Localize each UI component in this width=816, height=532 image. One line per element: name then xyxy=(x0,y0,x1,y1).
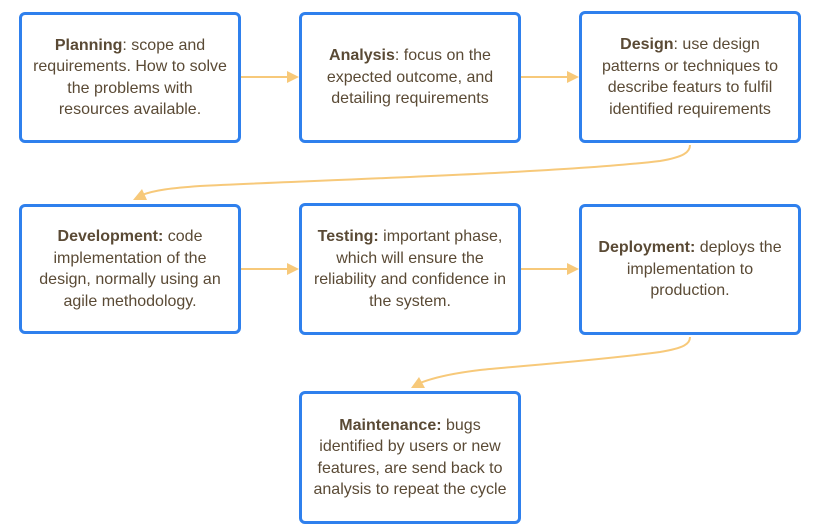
arrowhead-analysis xyxy=(287,71,299,83)
design-step-body: use design patterns or techniques to des… xyxy=(601,36,779,118)
maintenance-step-text: Maintenance: bugs identified by users or… xyxy=(312,415,508,501)
deployment-step-title: Deployment: xyxy=(598,239,696,257)
design-step-text: Design: use design patterns or technique… xyxy=(592,34,788,120)
arrowhead-design xyxy=(567,71,579,83)
deployment-step-text: Deployment: deploys the implementation t… xyxy=(592,237,788,302)
deployment-step-body: deploys the implementation to production… xyxy=(626,239,782,300)
maintenance-step-body: bugs identified by users or new features… xyxy=(313,416,507,499)
arrowhead-development xyxy=(133,189,147,200)
planning-step-title: Planning xyxy=(54,36,123,54)
planning-step-body: scope and requirements. How to solve the… xyxy=(33,36,227,119)
planning-step-text: Planning: scope and requirements. How to… xyxy=(32,35,228,121)
testing-step-box: Testing: important phase, which will ens… xyxy=(299,203,521,335)
design-step-box: Design: use design patterns or technique… xyxy=(579,11,801,143)
analysis-step-separator: : xyxy=(394,47,400,65)
analysis-step-text: Analysis: focus on the expected outcome,… xyxy=(312,45,508,110)
analysis-step-box: Analysis: focus on the expected outcome,… xyxy=(299,12,521,143)
arrow-deployment-to-maintenance xyxy=(419,336,691,384)
arrowhead-maintenance xyxy=(411,377,425,388)
design-step-title: Design xyxy=(620,36,674,53)
deployment-step-box: Deployment: deploys the implementation t… xyxy=(579,204,801,335)
testing-step-body: important phase, which will ensure the r… xyxy=(313,228,507,310)
maintenance-step-box: Maintenance: bugs identified by users or… xyxy=(299,391,521,524)
development-step-text: Development: code implementation of the … xyxy=(32,226,228,312)
development-step-body: code implementation of the design, norma… xyxy=(39,228,221,310)
design-step-separator: : xyxy=(673,36,678,53)
development-step-title: Development: xyxy=(57,228,164,245)
analysis-step-body: focus on the expected outcome, and detai… xyxy=(326,47,494,108)
testing-step-text: Testing: important phase, which will ens… xyxy=(312,226,508,312)
planning-step-separator: : xyxy=(122,36,127,54)
maintenance-step-title: Maintenance: xyxy=(339,416,442,434)
planning-step-box: Planning: scope and requirements. How to… xyxy=(19,12,241,143)
arrowhead-testing xyxy=(287,263,299,275)
analysis-step-title: Analysis xyxy=(329,47,395,65)
testing-step-title: Testing: xyxy=(317,228,379,245)
development-step-box: Development: code implementation of the … xyxy=(19,204,241,334)
arrowhead-deployment xyxy=(567,263,579,275)
arrow-design-to-development xyxy=(141,144,691,196)
